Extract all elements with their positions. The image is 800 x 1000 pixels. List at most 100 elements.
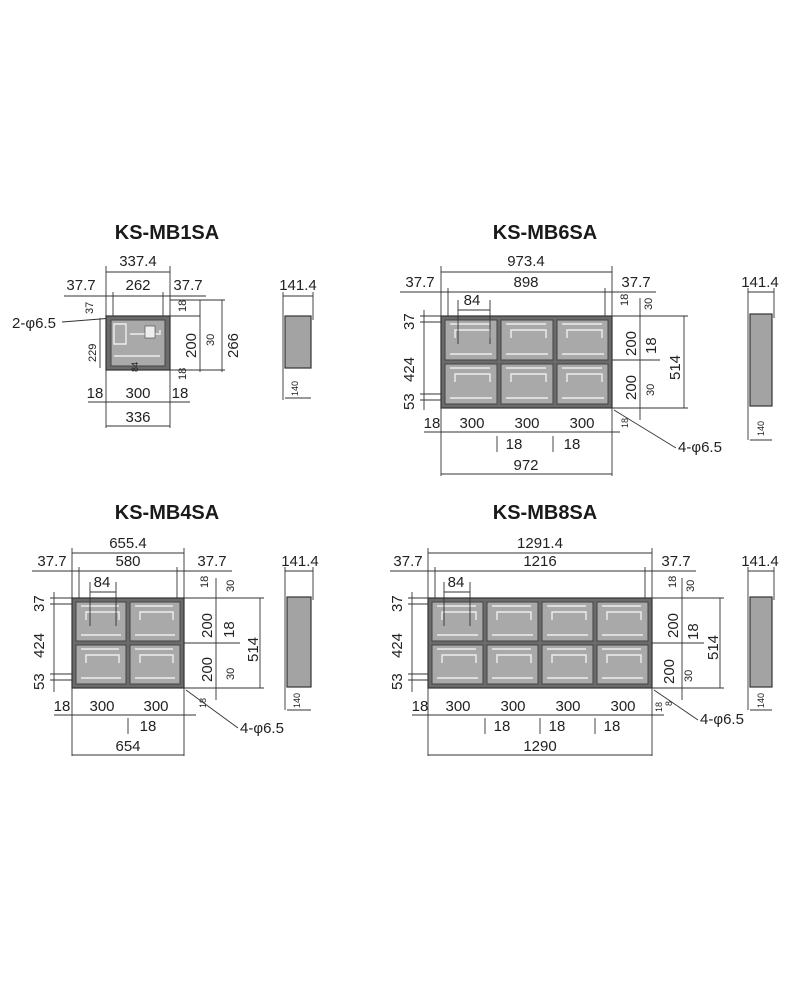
dim-gap2: 18 bbox=[564, 436, 581, 453]
dim-depth-inner: 140 bbox=[290, 381, 300, 396]
dim-side-right: 37.7 bbox=[197, 553, 226, 570]
dim-depth-inner: 140 bbox=[756, 421, 766, 436]
dim-30b: 30 bbox=[225, 668, 237, 680]
hole-label: 4-φ6.5 bbox=[700, 711, 744, 728]
dim-18a: 18 bbox=[199, 576, 211, 588]
model-mb4: KS-MB4SA 655.4 37.7 580 37.7 84 37 424 5… bbox=[31, 502, 319, 756]
dim-door1: 300 bbox=[445, 698, 470, 715]
dim-18r: 18 bbox=[654, 702, 664, 712]
dim-b18l: 18 bbox=[424, 415, 441, 432]
dim-18-top: 18 bbox=[177, 300, 189, 312]
dim-depth-inner: 140 bbox=[292, 693, 302, 708]
model-title-mb8: KS-MB8SA bbox=[493, 502, 597, 524]
dim-30a: 30 bbox=[685, 580, 697, 592]
dim-top-gap: 37 bbox=[84, 302, 96, 314]
dim-18-bottom: 18 bbox=[177, 368, 189, 380]
dim-side-right: 37.7 bbox=[621, 274, 650, 291]
dim-door2: 300 bbox=[514, 415, 539, 432]
model-title-mb4: KS-MB4SA bbox=[115, 502, 219, 524]
model-title-mb1: KS-MB1SA bbox=[115, 222, 219, 244]
dim-side-right: 37.7 bbox=[173, 277, 202, 294]
dim-53: 53 bbox=[31, 673, 48, 690]
dim-424: 424 bbox=[401, 357, 418, 382]
dim-side-left: 37.7 bbox=[405, 274, 434, 291]
model-title-mb6: KS-MB6SA bbox=[493, 222, 597, 244]
dim-total-bottom: 654 bbox=[115, 738, 140, 755]
dim-84: 84 bbox=[130, 362, 140, 372]
dim-200b: 200 bbox=[623, 375, 640, 400]
dim-514: 514 bbox=[667, 355, 684, 380]
dim-8: 8 bbox=[664, 701, 674, 706]
dim-18a: 18 bbox=[667, 576, 679, 588]
model-mb1: KS-MB1SA 337.4 37.7 262 37.7 37 2-φ6.5 2… bbox=[12, 222, 317, 428]
dim-total-top: 973.4 bbox=[507, 253, 545, 270]
dim-30a: 30 bbox=[643, 298, 655, 310]
dim-depth-inner: 140 bbox=[756, 693, 766, 708]
dim-door3: 300 bbox=[569, 415, 594, 432]
dim-200a: 200 bbox=[623, 331, 640, 356]
dim-height-266: 266 bbox=[225, 333, 242, 358]
dim-door1: 300 bbox=[459, 415, 484, 432]
dim-depth: 141.4 bbox=[279, 277, 317, 294]
dim-door1: 300 bbox=[89, 698, 114, 715]
dim-37: 37 bbox=[31, 595, 48, 612]
dim-18b: 18 bbox=[685, 623, 702, 640]
hole-label: 4-φ6.5 bbox=[678, 439, 722, 456]
dim-total-top: 1291.4 bbox=[517, 535, 563, 552]
dim-18c: 18 bbox=[198, 698, 208, 708]
dim-total-bottom: 336 bbox=[125, 409, 150, 426]
hole-label: 4-φ6.5 bbox=[240, 720, 284, 737]
dim-gap2: 18 bbox=[549, 718, 566, 735]
dim-depth: 141.4 bbox=[741, 553, 779, 570]
dim-inner-width: 898 bbox=[513, 274, 538, 291]
dim-229: 229 bbox=[87, 344, 99, 362]
dim-inner-width: 1216 bbox=[523, 553, 556, 570]
side-view-mb8 bbox=[749, 596, 773, 688]
dim-30a: 30 bbox=[225, 580, 237, 592]
model-mb8: KS-MB8SA 1291.4 37.7 1216 37.7 84 bbox=[389, 502, 779, 756]
dim-200a: 200 bbox=[665, 613, 682, 638]
mailbox-door bbox=[110, 319, 166, 367]
dim-424: 424 bbox=[31, 633, 48, 658]
dim-bottom-right: 18 bbox=[172, 385, 189, 402]
dim-84: 84 bbox=[464, 292, 481, 309]
dim-total-top: 337.4 bbox=[119, 253, 157, 270]
dim-bottom-left: 18 bbox=[87, 385, 104, 402]
dim-side-right: 37.7 bbox=[661, 553, 690, 570]
dim-18c: 18 bbox=[620, 418, 630, 428]
dim-37: 37 bbox=[401, 313, 418, 330]
dim-30b: 30 bbox=[683, 670, 695, 682]
dim-30: 30 bbox=[205, 334, 217, 346]
hole-label: 2-φ6.5 bbox=[12, 315, 56, 332]
dim-side-left: 37.7 bbox=[66, 277, 95, 294]
dim-30b: 30 bbox=[645, 384, 657, 396]
dim-b18l: 18 bbox=[412, 698, 429, 715]
dim-53: 53 bbox=[389, 673, 406, 690]
dim-424: 424 bbox=[389, 633, 406, 658]
dim-door-width: 300 bbox=[125, 385, 150, 402]
dim-total-top: 655.4 bbox=[109, 535, 147, 552]
dim-b18l: 18 bbox=[54, 698, 71, 715]
dim-84: 84 bbox=[448, 574, 465, 591]
dim-total-bottom: 1290 bbox=[523, 738, 556, 755]
dim-18b: 18 bbox=[221, 621, 238, 638]
dim-200: 200 bbox=[183, 333, 200, 358]
dim-door2: 300 bbox=[500, 698, 525, 715]
dim-depth: 141.4 bbox=[741, 274, 779, 291]
dim-200a: 200 bbox=[199, 613, 216, 638]
dim-inner-width: 262 bbox=[125, 277, 150, 294]
dim-200b: 200 bbox=[199, 657, 216, 682]
dim-side-left: 37.7 bbox=[37, 553, 66, 570]
dim-37: 37 bbox=[389, 595, 406, 612]
dim-200b: 200 bbox=[661, 659, 678, 684]
dim-514: 514 bbox=[245, 637, 262, 662]
model-mb6: KS-MB6SA 973.4 37.7 898 37.7 84 37 424 5… bbox=[400, 222, 779, 476]
dim-gap1: 18 bbox=[506, 436, 523, 453]
dim-total-bottom: 972 bbox=[513, 457, 538, 474]
dim-inner-width: 580 bbox=[115, 553, 140, 570]
dim-18a: 18 bbox=[619, 294, 631, 306]
dim-514: 514 bbox=[705, 635, 722, 660]
side-view-mb4 bbox=[286, 596, 312, 688]
dim-side-left: 37.7 bbox=[393, 553, 422, 570]
